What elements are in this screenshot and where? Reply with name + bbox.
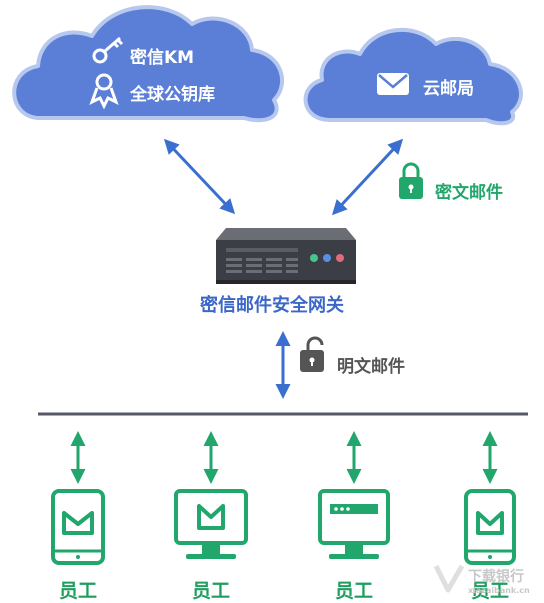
phone-device-icon xyxy=(464,489,516,565)
cloud-left xyxy=(12,5,284,123)
public-keystore-label: 全球公钥库 xyxy=(130,85,215,105)
employee-label-3: 员工 xyxy=(335,580,374,602)
tablet-device-icon xyxy=(51,489,105,565)
encrypted-mail-label: 密文邮件 xyxy=(435,183,503,203)
gateway-server-icon xyxy=(216,228,356,284)
employee-label-2: 员工 xyxy=(192,580,231,602)
desktop-browser-icon xyxy=(318,489,390,559)
mail-icon xyxy=(377,73,409,95)
key-icon xyxy=(92,36,124,64)
watermark-url: xiazaibank.cn xyxy=(468,586,530,595)
arrow-mailcloud-gateway xyxy=(331,138,404,216)
lock-open-icon xyxy=(300,336,324,372)
employee-label-4: 员工 xyxy=(471,580,510,602)
employee-label-1: 员工 xyxy=(59,580,98,602)
km-label: 密信KM xyxy=(130,48,195,68)
plain-mail-label: 明文邮件 xyxy=(337,357,405,377)
watermark-title: 下载银行 xyxy=(468,569,524,585)
gateway-label: 密信邮件安全网关 xyxy=(200,295,344,316)
keyring-icon xyxy=(89,73,119,110)
watermark-logo xyxy=(433,564,465,593)
lock-closed-icon xyxy=(399,162,423,199)
cloud-mail-label: 云邮局 xyxy=(423,79,474,99)
arrow-kmcloud-gateway xyxy=(163,138,236,215)
desktop-monitor-icon xyxy=(174,489,248,559)
cloud-right xyxy=(303,27,523,126)
